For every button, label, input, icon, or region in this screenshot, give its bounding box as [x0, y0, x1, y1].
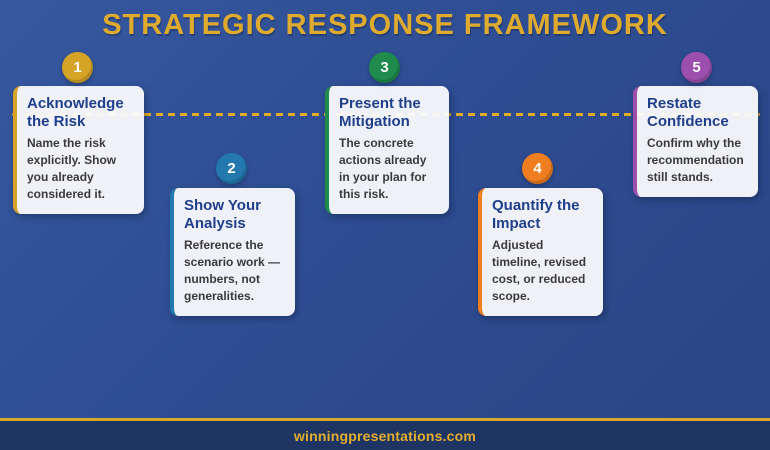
step-number-badge: 2 — [216, 153, 247, 184]
step-card-body: Name the risk explicitly. Show you alrea… — [27, 136, 117, 202]
step-card: Restate Confidence Confirm why the recom… — [633, 86, 758, 198]
step-card-body: The concrete actions already in your pla… — [339, 136, 427, 202]
step-card-title: Acknowledge the Risk — [27, 95, 124, 130]
step-card: Present the Mitigation The concrete acti… — [325, 86, 449, 215]
step-card-body: Adjusted timeline, revised cost, or redu… — [492, 238, 587, 304]
step-card: Show Your Analysis Reference the scenari… — [170, 188, 295, 317]
step-card: Acknowledge the Risk Name the risk expli… — [13, 86, 144, 215]
page-title: STRATEGIC RESPONSE FRAMEWORK — [102, 9, 668, 41]
step-number-badge: 1 — [62, 52, 93, 83]
step-number-badge: 4 — [522, 153, 553, 184]
footer-divider — [0, 418, 770, 421]
step-card: Quantify the Impact Adjusted timeline, r… — [478, 188, 603, 317]
step-card-title: Present the Mitigation — [339, 95, 421, 130]
step-card-title: Restate Confidence — [647, 95, 729, 130]
step-card-body: Reference the scenario work — numbers, n… — [184, 238, 281, 304]
step-number-badge: 5 — [681, 52, 712, 83]
step-card-title: Show Your Analysis — [184, 197, 261, 232]
footer-website-link[interactable]: winningpresentations.com — [293, 427, 477, 444]
step-card-body: Confirm why the recommendation still sta… — [647, 136, 744, 185]
step-number-badge: 3 — [369, 52, 400, 83]
footer-bar: winningpresentations.com — [0, 421, 770, 450]
step-card-title: Quantify the Impact — [492, 197, 580, 232]
